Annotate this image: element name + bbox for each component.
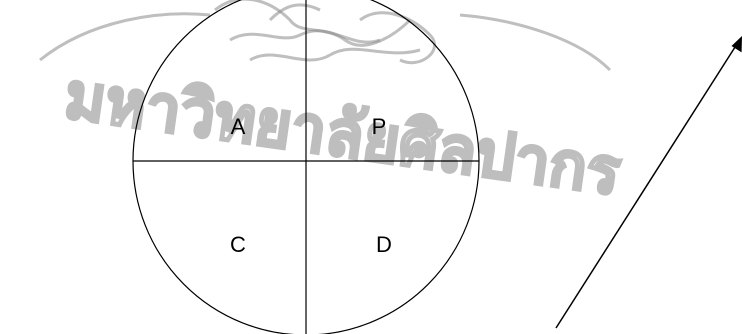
quadrant-label-p: P: [372, 114, 387, 139]
watermark-text: มหาวิทยาลัยศิลปากร: [60, 59, 625, 210]
quadrant-label-a: A: [231, 114, 246, 139]
quadrant-label-d: D: [376, 232, 392, 257]
quadrant-label-c: C: [230, 232, 246, 257]
university-seal-watermark: มหาวิทยาลัยศิลปากร: [40, 0, 625, 210]
